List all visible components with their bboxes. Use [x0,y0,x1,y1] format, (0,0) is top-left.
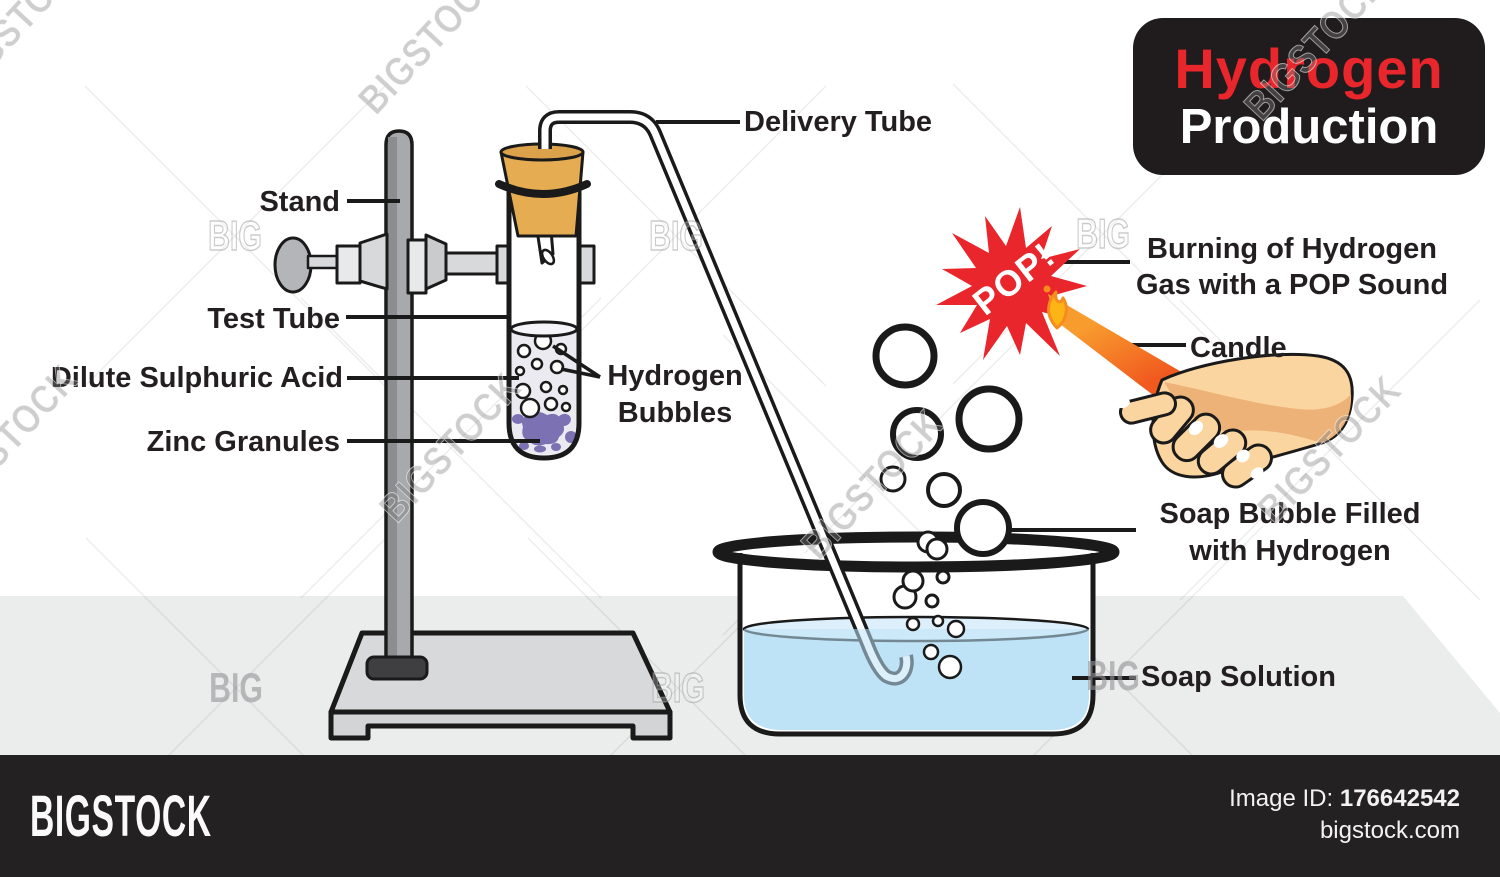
label-hydrogen-bubbles-line1: Hydrogen [607,360,743,392]
label-dilute-sulphuric-acid: Dilute Sulphuric Acid [50,362,343,394]
finger-nails [1116,397,1264,479]
trough-rim [712,531,1120,573]
label-soap-bubble: Soap Bubble Filled with Hydrogen [1118,496,1462,570]
soap-bubble-labeled [954,499,1012,557]
clamp-arm-bar [444,251,500,276]
zinc-granules-shapes [512,412,577,453]
label-burning: Burning of Hydrogen Gas with a POP Sound [1118,231,1466,303]
pop-burst [936,207,1087,360]
hand [1116,352,1354,489]
bigstock-logo: BIGSTOCK [30,784,212,849]
clamp-left-cone [358,232,389,291]
title-line2: Production [1179,99,1439,154]
soap-bubbles [872,323,1023,680]
clamp-plate [406,238,428,295]
label-hydrogen-bubbles-line2: Bubbles [617,397,733,429]
clamp-right-cone [424,233,448,291]
stand-base-feet [328,709,673,741]
footer-bar: BIGSTOCK Image ID: 176642542 bigstock.co… [0,755,1500,877]
label-zinc-granules: Zinc Granules [146,426,340,458]
label-burning-line2: Gas with a POP Sound [1135,269,1449,301]
flame-spark [1043,285,1051,293]
candle-flame [1047,290,1068,330]
label-hydrogen-bubbles: Hydrogen Bubbles [585,358,765,432]
label-soap-solution: Soap Solution [1141,661,1336,693]
hand-shading [1164,382,1352,443]
label-candle: Candle [1190,332,1287,364]
soap-solution-tint [744,629,1089,730]
label-test-tube: Test Tube [207,303,340,335]
title-box: Hydrogen Production [1133,18,1485,175]
hand-thumb [1119,391,1177,425]
label-soap-bubble-line1: Soap Bubble Filled [1159,498,1421,530]
stand-pole-shade [388,137,397,671]
clamp-block [335,244,362,285]
hydrogen-bubbles-in-tube [514,331,572,419]
title-line1: Hydrogen [1174,36,1444,100]
image-id-row: Image ID: 176642542 [1229,783,1460,815]
retort-stand [328,129,673,741]
tube-mouth-rim [495,180,591,198]
image-id-label: Image ID: [1229,785,1334,812]
label-stand: Stand [259,186,340,218]
footer-meta: Image ID: 176642542 bigstock.com [1229,783,1460,847]
acid-surface [509,320,579,338]
stand-base-connector [365,655,429,681]
label-burning-line1: Burning of Hydrogen [1147,233,1437,265]
clamp [273,232,596,295]
clamp-knob [273,236,313,294]
hydrogen-bubbles-arrows [552,344,601,379]
cork [495,142,591,238]
trough-wall-outline [737,553,1096,737]
hand-fingers [1149,395,1273,489]
website-link: bigstock.com [1319,817,1460,844]
image-id-value: 176642542 [1339,785,1460,812]
test-tube-outline [506,186,582,461]
label-delivery-tube: Delivery Tube [744,106,933,138]
test-tube [506,186,582,461]
label-soap-bubble-line2: with Hydrogen [1189,535,1391,567]
